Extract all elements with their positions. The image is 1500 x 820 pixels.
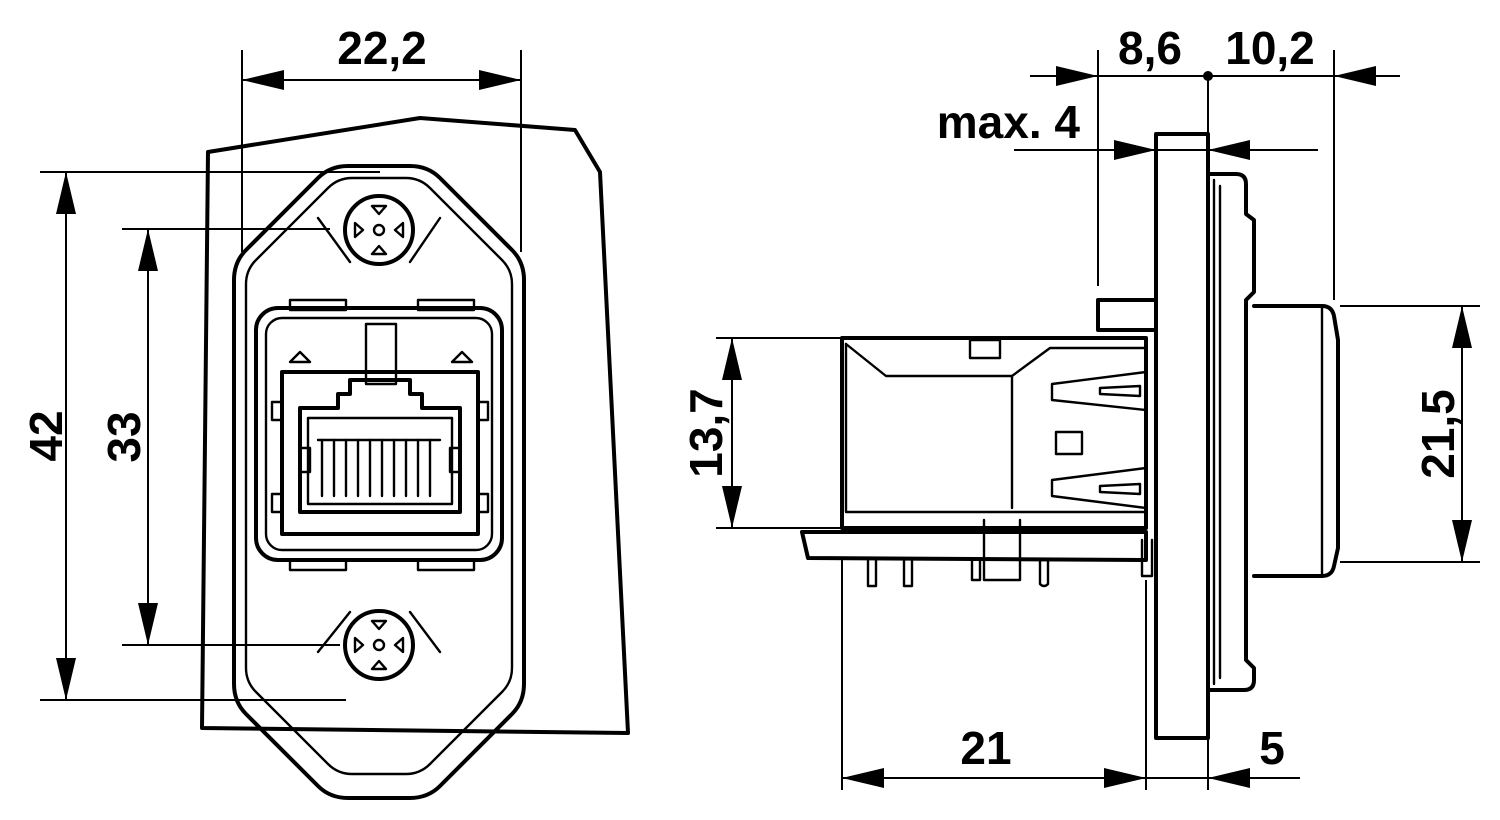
dim-depth: 21 <box>960 722 1011 774</box>
pcb-board <box>800 530 1148 562</box>
dim-height-outer: 42 <box>20 410 72 461</box>
pcb-pins <box>866 518 1154 588</box>
jack-housing <box>254 298 504 572</box>
dim-body-height: 13,7 <box>680 388 732 478</box>
flange-inner <box>244 176 514 776</box>
dim-panel-max: max. 4 <box>937 96 1081 148</box>
dim-rear-height: 21,5 <box>1412 389 1464 479</box>
dim-height-hole: 33 <box>98 411 150 462</box>
dim-flange-front: 8,6 <box>1118 22 1182 74</box>
jack-body <box>840 336 1148 530</box>
screw-top-icon <box>343 194 415 266</box>
dim-width: 22,2 <box>337 22 427 74</box>
side-view: 8,6 10,2 max. 4 13,7 21,5 21 5 <box>680 22 1480 790</box>
dim-flange-rear: 10,2 <box>1225 22 1315 74</box>
rear-nut <box>1206 172 1256 692</box>
rj45-port <box>298 378 462 514</box>
dim-rear-depth: 5 <box>1259 722 1285 774</box>
panel-outline <box>200 116 630 735</box>
flange-outer <box>232 164 526 800</box>
screw-bottom-icon <box>343 609 415 681</box>
rear-plug <box>1252 304 1340 578</box>
rj45-contacts <box>316 438 442 498</box>
front-view: 22,2 42 33 <box>20 22 630 800</box>
ear-line-bottom-right <box>408 610 442 654</box>
flange-plate <box>1154 132 1210 740</box>
ear-line-top-right <box>408 216 442 264</box>
ear-line-top-left <box>316 216 352 264</box>
